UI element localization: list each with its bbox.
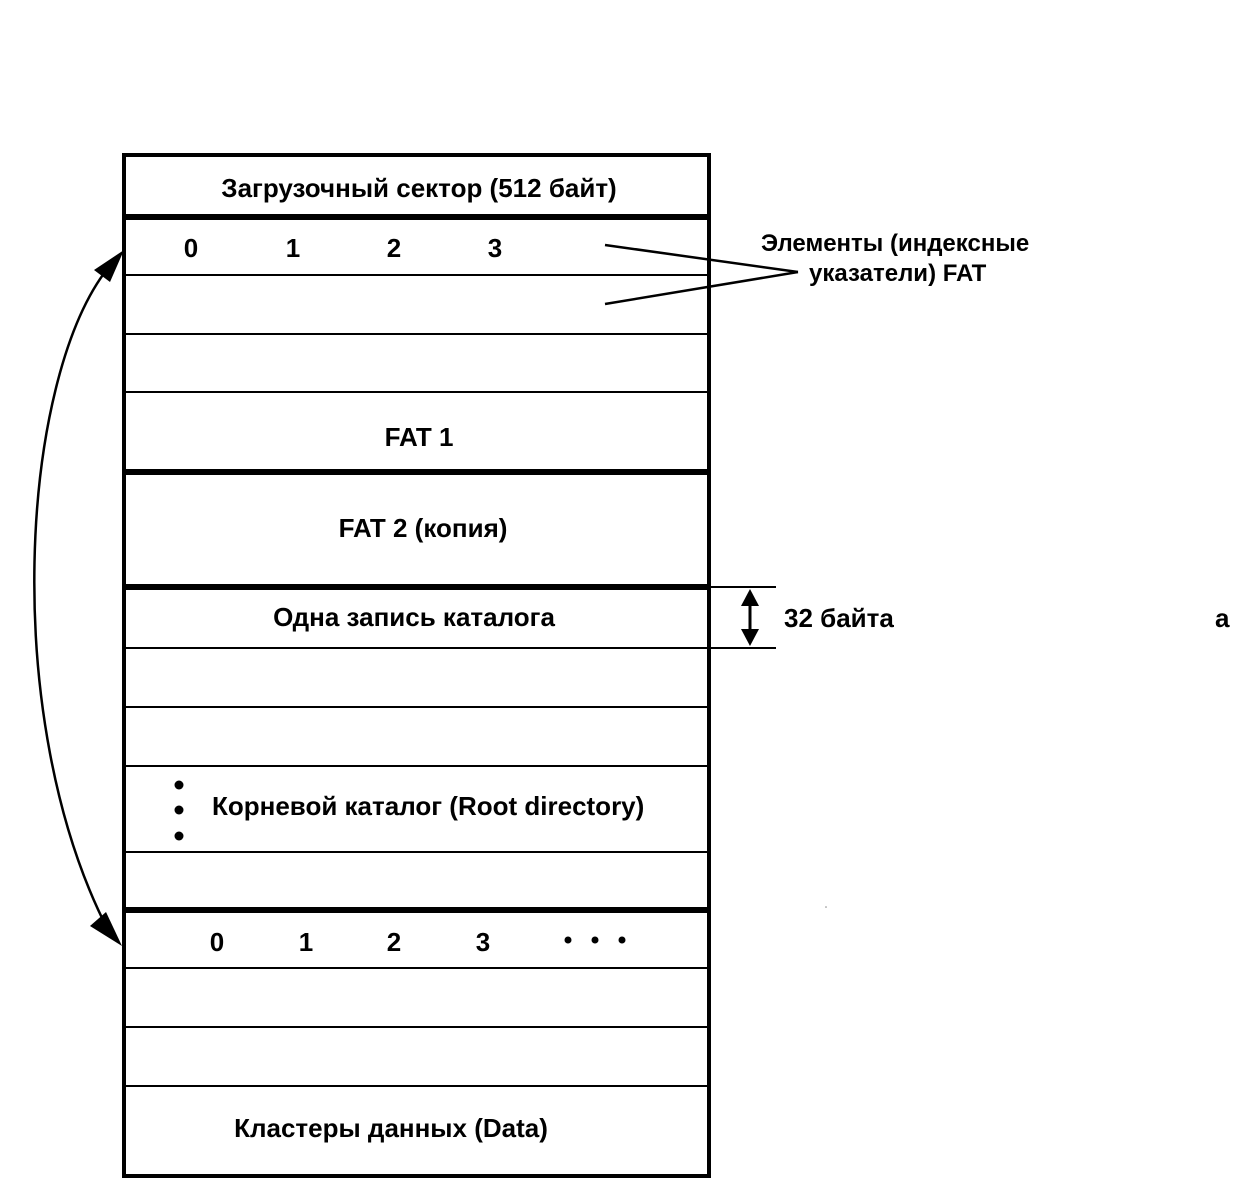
dimension-arrow-up-icon: [741, 589, 759, 606]
fat-elements-callout-line2: указатели) FAT: [809, 260, 987, 287]
dimension-arrow-down-icon: [741, 629, 759, 646]
fat-index-3: 3: [487, 233, 503, 263]
cluster-index-0: 0: [209, 927, 225, 957]
fat-index-0: 0: [183, 233, 199, 263]
ellipsis-dot: [174, 805, 184, 815]
root-directory-label: Корневой каталог (Root directory): [212, 791, 645, 821]
boot-sector-label: Загрузочный сектор (512 байт): [221, 173, 617, 203]
arrow-head-bottom-icon: [90, 912, 122, 946]
fat2-label: FAT 2 (копия): [338, 513, 508, 543]
fat-index-1: 1: [285, 233, 301, 263]
directory-record-label: Одна запись каталога: [273, 602, 555, 632]
ellipsis-dot: [618, 936, 626, 944]
callout-line-upper: [604, 243, 799, 274]
record-size-label: 32 байта: [784, 603, 894, 633]
ellipsis-dot: [564, 936, 572, 944]
ellipsis-dot: [591, 936, 599, 944]
data-clusters-label: Кластеры данных (Data): [234, 1113, 548, 1143]
fat1-label: FAT 1: [384, 422, 454, 452]
ellipsis-dot: [174, 831, 184, 841]
fat-index-2: 2: [386, 233, 402, 263]
cluster-index-2: 2: [386, 927, 402, 957]
cluster-index-1: 1: [298, 927, 314, 957]
arrow-head-top-icon: [94, 250, 124, 282]
edge-text-fragment: а: [1215, 603, 1230, 633]
cluster-index-3: 3: [475, 927, 491, 957]
callout-line-lower: [604, 270, 799, 306]
fat-to-data-link-arrow: [33, 267, 110, 931]
ellipsis-dot: [174, 780, 184, 790]
fat-elements-callout-line1: Элементы (индексные: [761, 230, 1030, 257]
disk-outline: [122, 153, 711, 1178]
scan-speck: [825, 906, 827, 908]
